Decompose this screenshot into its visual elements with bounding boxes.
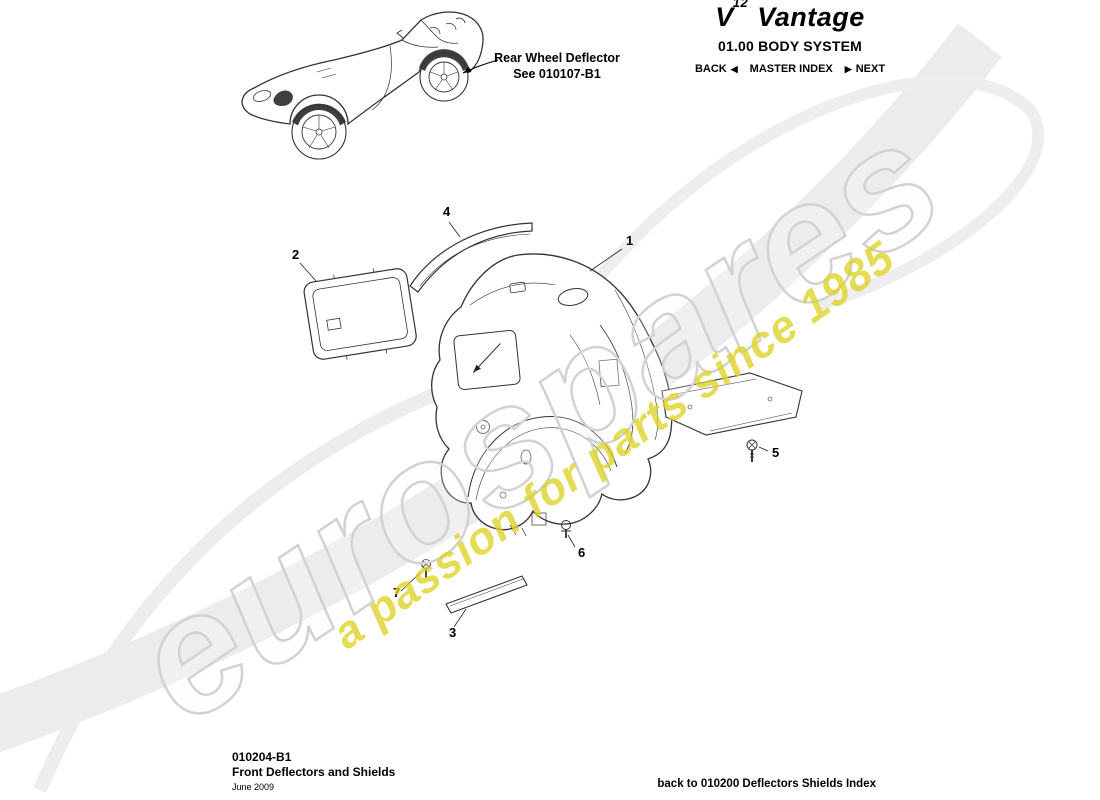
callout-2: 2 [292, 247, 299, 262]
header-nav: BACK ◀ MASTER INDEX ▶ NEXT [695, 63, 885, 75]
car-rear-wheel [419, 52, 469, 102]
callout-4: 4 [443, 204, 451, 219]
car-front-wheel [291, 104, 347, 160]
nav-next-label: NEXT [855, 63, 886, 75]
footer-part-number: 010204-B1 [232, 750, 292, 764]
rear-deflector-note-line2: See 010107-B1 [513, 67, 601, 82]
footer-index-link[interactable]: back to 010200 Deflectors Shields Index [657, 778, 876, 790]
back-arrow-icon: ◀ [730, 63, 738, 74]
car-body-outline [241, 11, 484, 126]
callout-3: 3 [449, 625, 456, 640]
part-3-lower-strip [445, 575, 528, 614]
nav-next-link[interactable]: ▶ NEXT [845, 63, 885, 75]
brand-logo: V12 Vantage [700, 0, 880, 33]
next-arrow-icon: ▶ [844, 63, 852, 74]
part-1-wheelhouse-liner [431, 253, 673, 537]
callout-6: 6 [578, 545, 585, 560]
page-header: V12 Vantage 01.00 BODY SYSTEM BACK ◀ MAS… [695, 0, 885, 75]
system-title: 01.00 BODY SYSTEM [718, 38, 862, 54]
nav-back-label: BACK [694, 63, 727, 75]
logo-vantage: Vantage [757, 2, 865, 32]
part-7-screw [421, 559, 431, 578]
callout-1: 1 [626, 233, 633, 248]
exploded-parts-diagram: 1 2 3 4 5 6 7 [292, 204, 803, 640]
nav-master-index-link[interactable]: MASTER INDEX [750, 63, 833, 75]
part-5-screw [746, 439, 758, 462]
nav-back-link[interactable]: BACK ◀ [695, 63, 738, 75]
rear-deflector-note: Rear Wheel Deflector See 010107-B1 [494, 50, 620, 83]
footer-info: 010204-B1 Front Deflectors and Shields J… [232, 750, 395, 793]
footer-date: June 2009 [232, 782, 275, 792]
car-mirror [396, 29, 404, 39]
logo-12: 12 [732, 0, 749, 10]
rear-deflector-note-line1: Rear Wheel Deflector [494, 51, 620, 65]
part-2-access-panel [303, 268, 417, 360]
footer-diagram-title: Front Deflectors and Shields [232, 765, 396, 779]
callout-5: 5 [772, 445, 779, 460]
nav-master-index-label: MASTER INDEX [749, 63, 833, 75]
logo-v: V [715, 2, 734, 32]
part-5-undertray [661, 372, 803, 462]
callout-7: 7 [393, 585, 400, 600]
car-locator-figure [241, 11, 499, 160]
